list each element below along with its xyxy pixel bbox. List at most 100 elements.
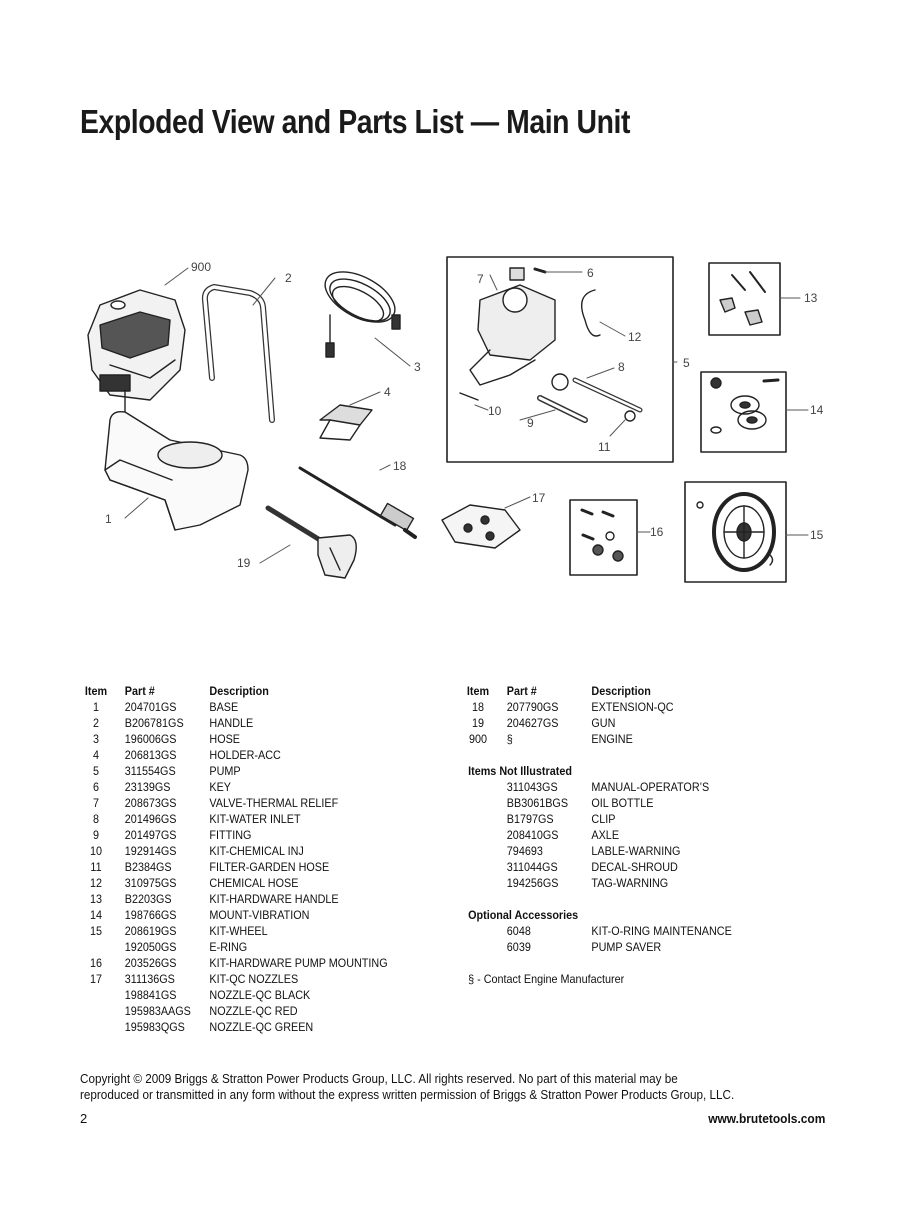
part-description: KIT-O-RING MAINTENANCE	[591, 924, 732, 938]
holder-acc-illustration	[319, 404, 373, 441]
header-item: Item	[466, 684, 490, 698]
item-number: 16	[89, 956, 103, 970]
item-number: 9	[92, 828, 100, 842]
part-number: 192050GS	[124, 940, 177, 954]
callout-18: 18	[393, 459, 407, 473]
callout-15: 15	[810, 528, 824, 542]
part-number: 208410GS	[506, 828, 559, 842]
item-number: 2	[92, 716, 100, 730]
part-description: KIT-HARDWARE HANDLE	[209, 892, 339, 906]
item-number: 19	[471, 716, 485, 730]
part-description: LABLE-WARNING	[591, 844, 681, 858]
vibration-mount-illustration	[710, 377, 780, 434]
part-description: MANUAL-OPERATOR’S	[591, 780, 710, 794]
item-number: 14	[89, 908, 103, 922]
part-description: FILTER-GARDEN HOSE	[209, 860, 330, 874]
pump-mounting-hardware-illustration	[580, 508, 624, 562]
part-description: EXTENSION-QC	[591, 700, 674, 714]
part-description: PUMP	[209, 764, 241, 778]
part-description: KIT-WHEEL	[209, 924, 268, 938]
callout-1: 1	[105, 512, 112, 526]
handle-illustration	[201, 284, 275, 423]
copyright-line-1: Copyright © 2009 Briggs & Stratton Power…	[80, 1071, 678, 1086]
item-number: 12	[89, 876, 103, 890]
part-number: 311136GS	[124, 972, 175, 986]
header-description: Description	[209, 684, 269, 698]
part-description: KIT-HARDWARE PUMP MOUNTING	[209, 956, 388, 970]
part-description: HOLDER-ACC	[209, 748, 281, 762]
part-description: KEY	[209, 780, 232, 794]
part-description: CHEMICAL HOSE	[209, 876, 299, 890]
callout-13: 13	[804, 291, 818, 305]
part-description: HOSE	[209, 732, 241, 746]
part-description: E-RING	[209, 940, 248, 954]
part-number: 208619GS	[124, 924, 177, 938]
callout-19: 19	[237, 556, 251, 570]
part-number: 198841GS	[124, 988, 177, 1002]
footnote: § - Contact Engine Manufacturer	[468, 972, 625, 986]
table-row: 3 196006GS HOSE	[78, 731, 456, 747]
part-number: 204627GS	[506, 716, 559, 730]
part-number: 6048	[506, 924, 531, 938]
part-description: OIL BOTTLE	[591, 796, 654, 810]
wheel-illustration	[696, 492, 776, 572]
part-number: 201497GS	[124, 828, 177, 842]
part-number: B2384GS	[124, 860, 172, 874]
part-number: §	[506, 732, 513, 746]
part-description: NOZZLE-QC RED	[209, 1004, 298, 1018]
table-header: Item Part # Description	[78, 683, 456, 699]
callout-12: 12	[628, 330, 642, 344]
item-number: 18	[471, 700, 485, 714]
part-description: VALVE-THERMAL RELIEF	[209, 796, 339, 810]
part-description: KIT-QC NOZZLES	[209, 972, 299, 986]
callout-2: 2	[285, 271, 292, 285]
part-number: B2203GS	[124, 892, 172, 906]
pump-illustration	[459, 267, 643, 423]
part-number: 196006GS	[124, 732, 177, 746]
header-item: Item	[84, 684, 108, 698]
part-description: NOZZLE-QC BLACK	[209, 988, 311, 1002]
part-description: PUMP SAVER	[591, 940, 662, 954]
item-number: 11	[90, 860, 102, 874]
item-number: 5	[92, 764, 100, 778]
nozzle-kit-illustration	[441, 504, 521, 549]
part-description: DECAL-SHROUD	[591, 860, 678, 874]
part-number: 195983QGS	[124, 1020, 185, 1034]
callout-7: 7	[477, 272, 484, 286]
part-number: 204701GS	[124, 700, 177, 714]
part-description: NOZZLE-QC GREEN	[209, 1020, 314, 1034]
part-description: HANDLE	[209, 716, 254, 730]
part-description: CLIP	[591, 812, 616, 826]
part-number: BB3061BGS	[506, 796, 569, 810]
website-link[interactable]: www.brutetools.com	[707, 1111, 825, 1126]
part-description: BASE	[209, 700, 239, 714]
part-description: KIT-WATER INLET	[209, 812, 301, 826]
page-number: 2	[80, 1111, 88, 1126]
item-number: 3	[92, 732, 100, 746]
callout-900: 900	[191, 260, 211, 274]
part-description: MOUNT-VIBRATION	[209, 908, 310, 922]
part-description: TAG-WARNING	[591, 876, 669, 890]
item-number: 8	[92, 812, 100, 826]
table-row: 192050GS E-RING	[78, 939, 456, 955]
part-number: 311554GS	[124, 764, 176, 778]
copyright-notice: Copyright © 2009 Briggs & Stratton Power…	[80, 1071, 734, 1103]
header-part: Part #	[124, 684, 155, 698]
callout-16: 16	[650, 525, 664, 539]
